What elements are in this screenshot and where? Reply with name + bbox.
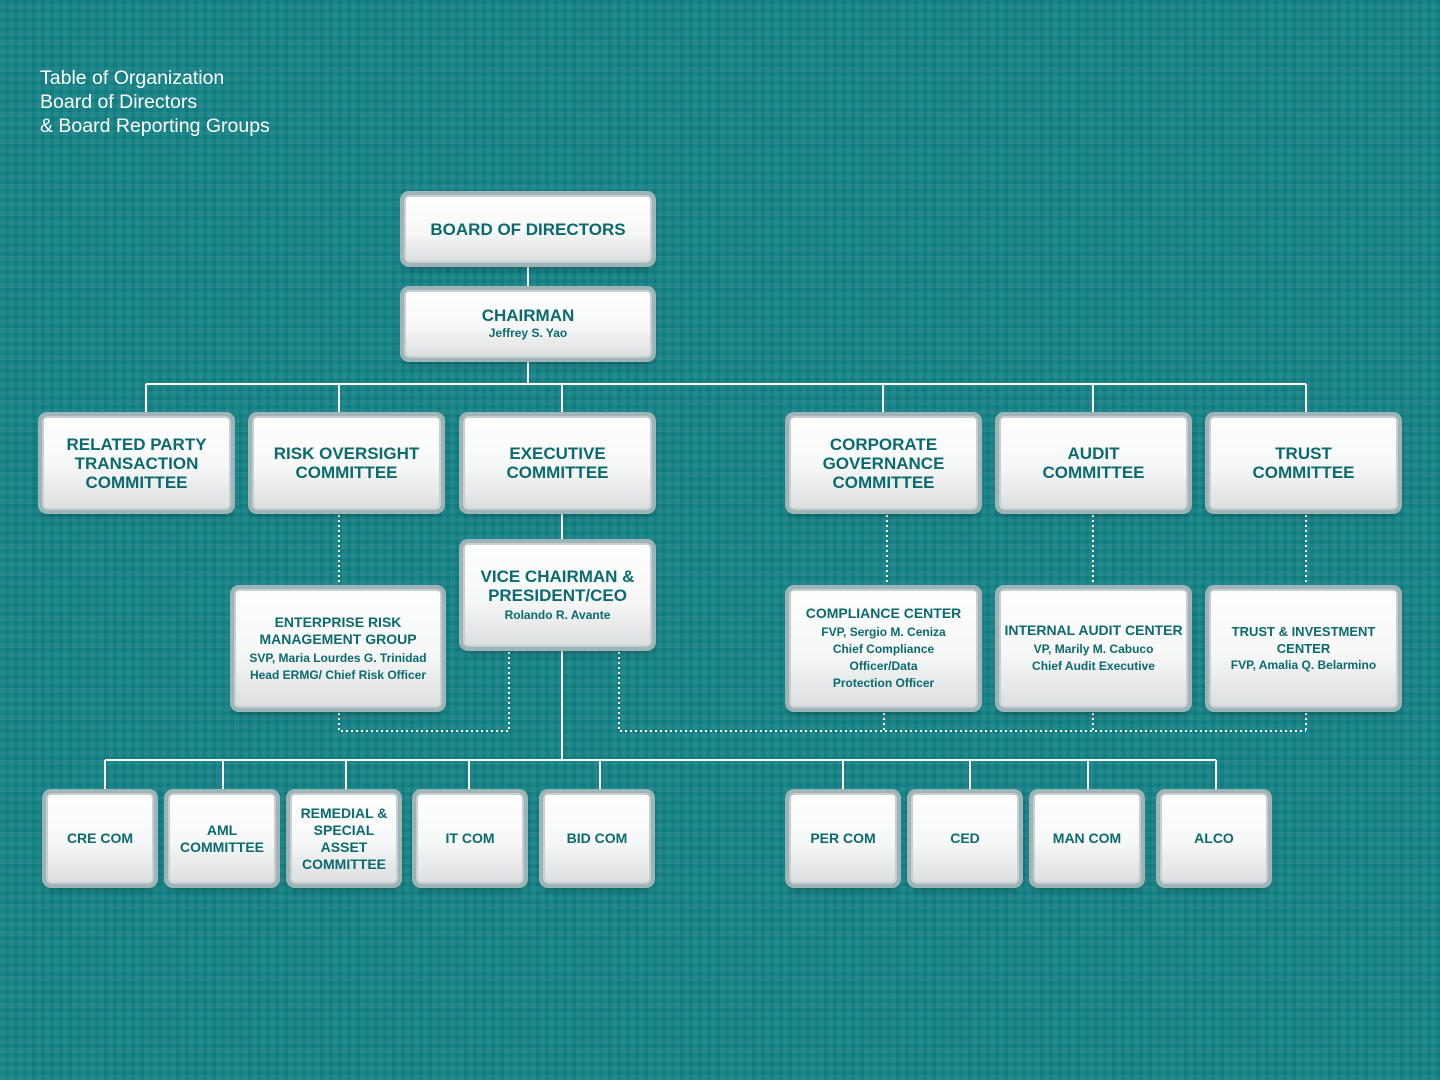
trust-investment-center-box: TRUST & INVESTMENT CENTER FVP, Amalia Q.… — [1209, 589, 1398, 708]
box-detail: Protection Officer — [832, 676, 935, 690]
box-label: VICE CHAIRMAN & — [480, 566, 635, 586]
aml-committee-box: AML COMMITTEE — [168, 793, 276, 884]
box-detail: Chief Compliance — [832, 642, 935, 656]
box-label: COMMITTEE — [1042, 463, 1145, 482]
box-detail: FVP, Amalia Q. Belarmino — [1230, 658, 1377, 672]
box-detail: VP, Marily M. Cabuco — [1033, 642, 1154, 656]
chairman-title: CHAIRMAN — [481, 306, 575, 325]
box-label: GOVERNANCE — [822, 453, 945, 473]
box-label: COMMITTEE — [1252, 463, 1355, 482]
box-label: CORPORATE — [829, 434, 938, 454]
box-detail: Chief Audit Executive — [1032, 659, 1155, 673]
board-of-directors-box: BOARD OF DIRECTORS — [404, 195, 652, 263]
cre-com-box: CRE COM — [46, 793, 154, 884]
box-label: REMEDIAL & — [300, 804, 388, 821]
box-label: CED — [950, 830, 980, 846]
corporate-governance-committee-box: CORPORATE GOVERNANCE COMMITTEE — [789, 416, 978, 510]
box-detail: FVP, Sergio M. Ceniza — [821, 625, 946, 639]
box-label: CRE COM — [66, 830, 134, 846]
box-label: ALCO — [1194, 830, 1234, 846]
box-label: SPECIAL ASSET — [313, 821, 375, 855]
audit-committee-box: AUDIT COMMITTEE — [999, 416, 1188, 510]
risk-oversight-committee-box: RISK OVERSIGHT COMMITTEE — [252, 416, 441, 510]
it-com-box: IT COM — [416, 793, 524, 884]
box-label: COMMITTEE — [180, 838, 264, 855]
executive-committee-box: EXECUTIVE COMMITTEE — [463, 416, 652, 510]
box-label: IT COM — [445, 830, 495, 846]
box-label: RISK OVERSIGHT — [273, 444, 420, 463]
chairman-name: Jeffrey S. Yao — [488, 326, 568, 340]
box-label: EXECUTIVE — [509, 444, 606, 463]
title-line-3: & Board Reporting Groups — [40, 115, 270, 137]
internal-audit-center-box: INTERNAL AUDIT CENTER VP, Marily M. Cabu… — [999, 589, 1188, 708]
box-label: COMMITTEE — [302, 855, 386, 872]
box-label: TRANSACTION — [74, 453, 199, 473]
related-party-committee-box: RELATED PARTY TRANSACTION COMMITTEE — [42, 416, 231, 510]
box-label: TRUST & INVESTMENT — [1231, 624, 1376, 639]
box-detail: Head ERMG/ Chief Risk Officer — [249, 667, 427, 682]
board-title: BOARD OF DIRECTORS — [430, 219, 626, 239]
box-label: COMMITTEE — [506, 463, 609, 482]
dotted-vice-centers — [618, 647, 1306, 732]
box-label: MANAGEMENT GROUP — [259, 630, 417, 647]
box-detail: Officer/Data — [849, 659, 918, 673]
box-label: RELATED PARTY — [66, 434, 207, 454]
man-com-box: MAN COM — [1033, 793, 1141, 884]
box-label: PER COM — [810, 830, 876, 846]
box-label: INTERNAL AUDIT CENTER — [1004, 622, 1183, 638]
ced-box: CED — [911, 793, 1019, 884]
title-line-1: Table of Organization — [40, 67, 225, 89]
box-label: COMMITTEE — [85, 472, 188, 492]
ermg-box: ENTERPRISE RISK MANAGEMENT GROUP SVP, Ma… — [234, 589, 442, 708]
box-label: AML — [206, 821, 238, 838]
vice-chairman-box: VICE CHAIRMAN & PRESIDENT/CEO Rolando R.… — [463, 543, 652, 647]
box-label: MAN COM — [1052, 830, 1122, 846]
vice-chairman-name: Rolando R. Avante — [504, 607, 611, 622]
box-label: COMMITTEE — [295, 463, 398, 482]
box-label: PRESIDENT/CEO — [488, 585, 627, 605]
box-detail: SVP, Maria Lourdes G. Trinidad — [249, 650, 427, 665]
box-label: CENTER — [1276, 641, 1331, 656]
box-label: BID COM — [566, 830, 628, 846]
page-title: Table of Organization Board of Directors… — [40, 66, 270, 138]
box-label: COMMITTEE — [832, 472, 935, 492]
bid-com-box: BID COM — [543, 793, 651, 884]
box-label: TRUST — [1275, 444, 1332, 463]
trust-committee-box: TRUST COMMITTEE — [1209, 416, 1398, 510]
box-label: COMPLIANCE CENTER — [805, 605, 962, 621]
dotted-ermg-vice — [338, 647, 510, 732]
per-com-box: PER COM — [789, 793, 897, 884]
title-line-2: Board of Directors — [40, 91, 198, 113]
alco-box: ALCO — [1160, 793, 1268, 884]
box-label: AUDIT — [1067, 444, 1120, 463]
compliance-center-box: COMPLIANCE CENTER FVP, Sergio M. Ceniza … — [789, 589, 978, 708]
chairman-box: CHAIRMAN Jeffrey S. Yao — [404, 290, 652, 358]
box-label: ENTERPRISE RISK — [274, 613, 402, 630]
remedial-special-asset-committee-box: REMEDIAL & SPECIAL ASSET COMMITTEE — [290, 793, 398, 884]
